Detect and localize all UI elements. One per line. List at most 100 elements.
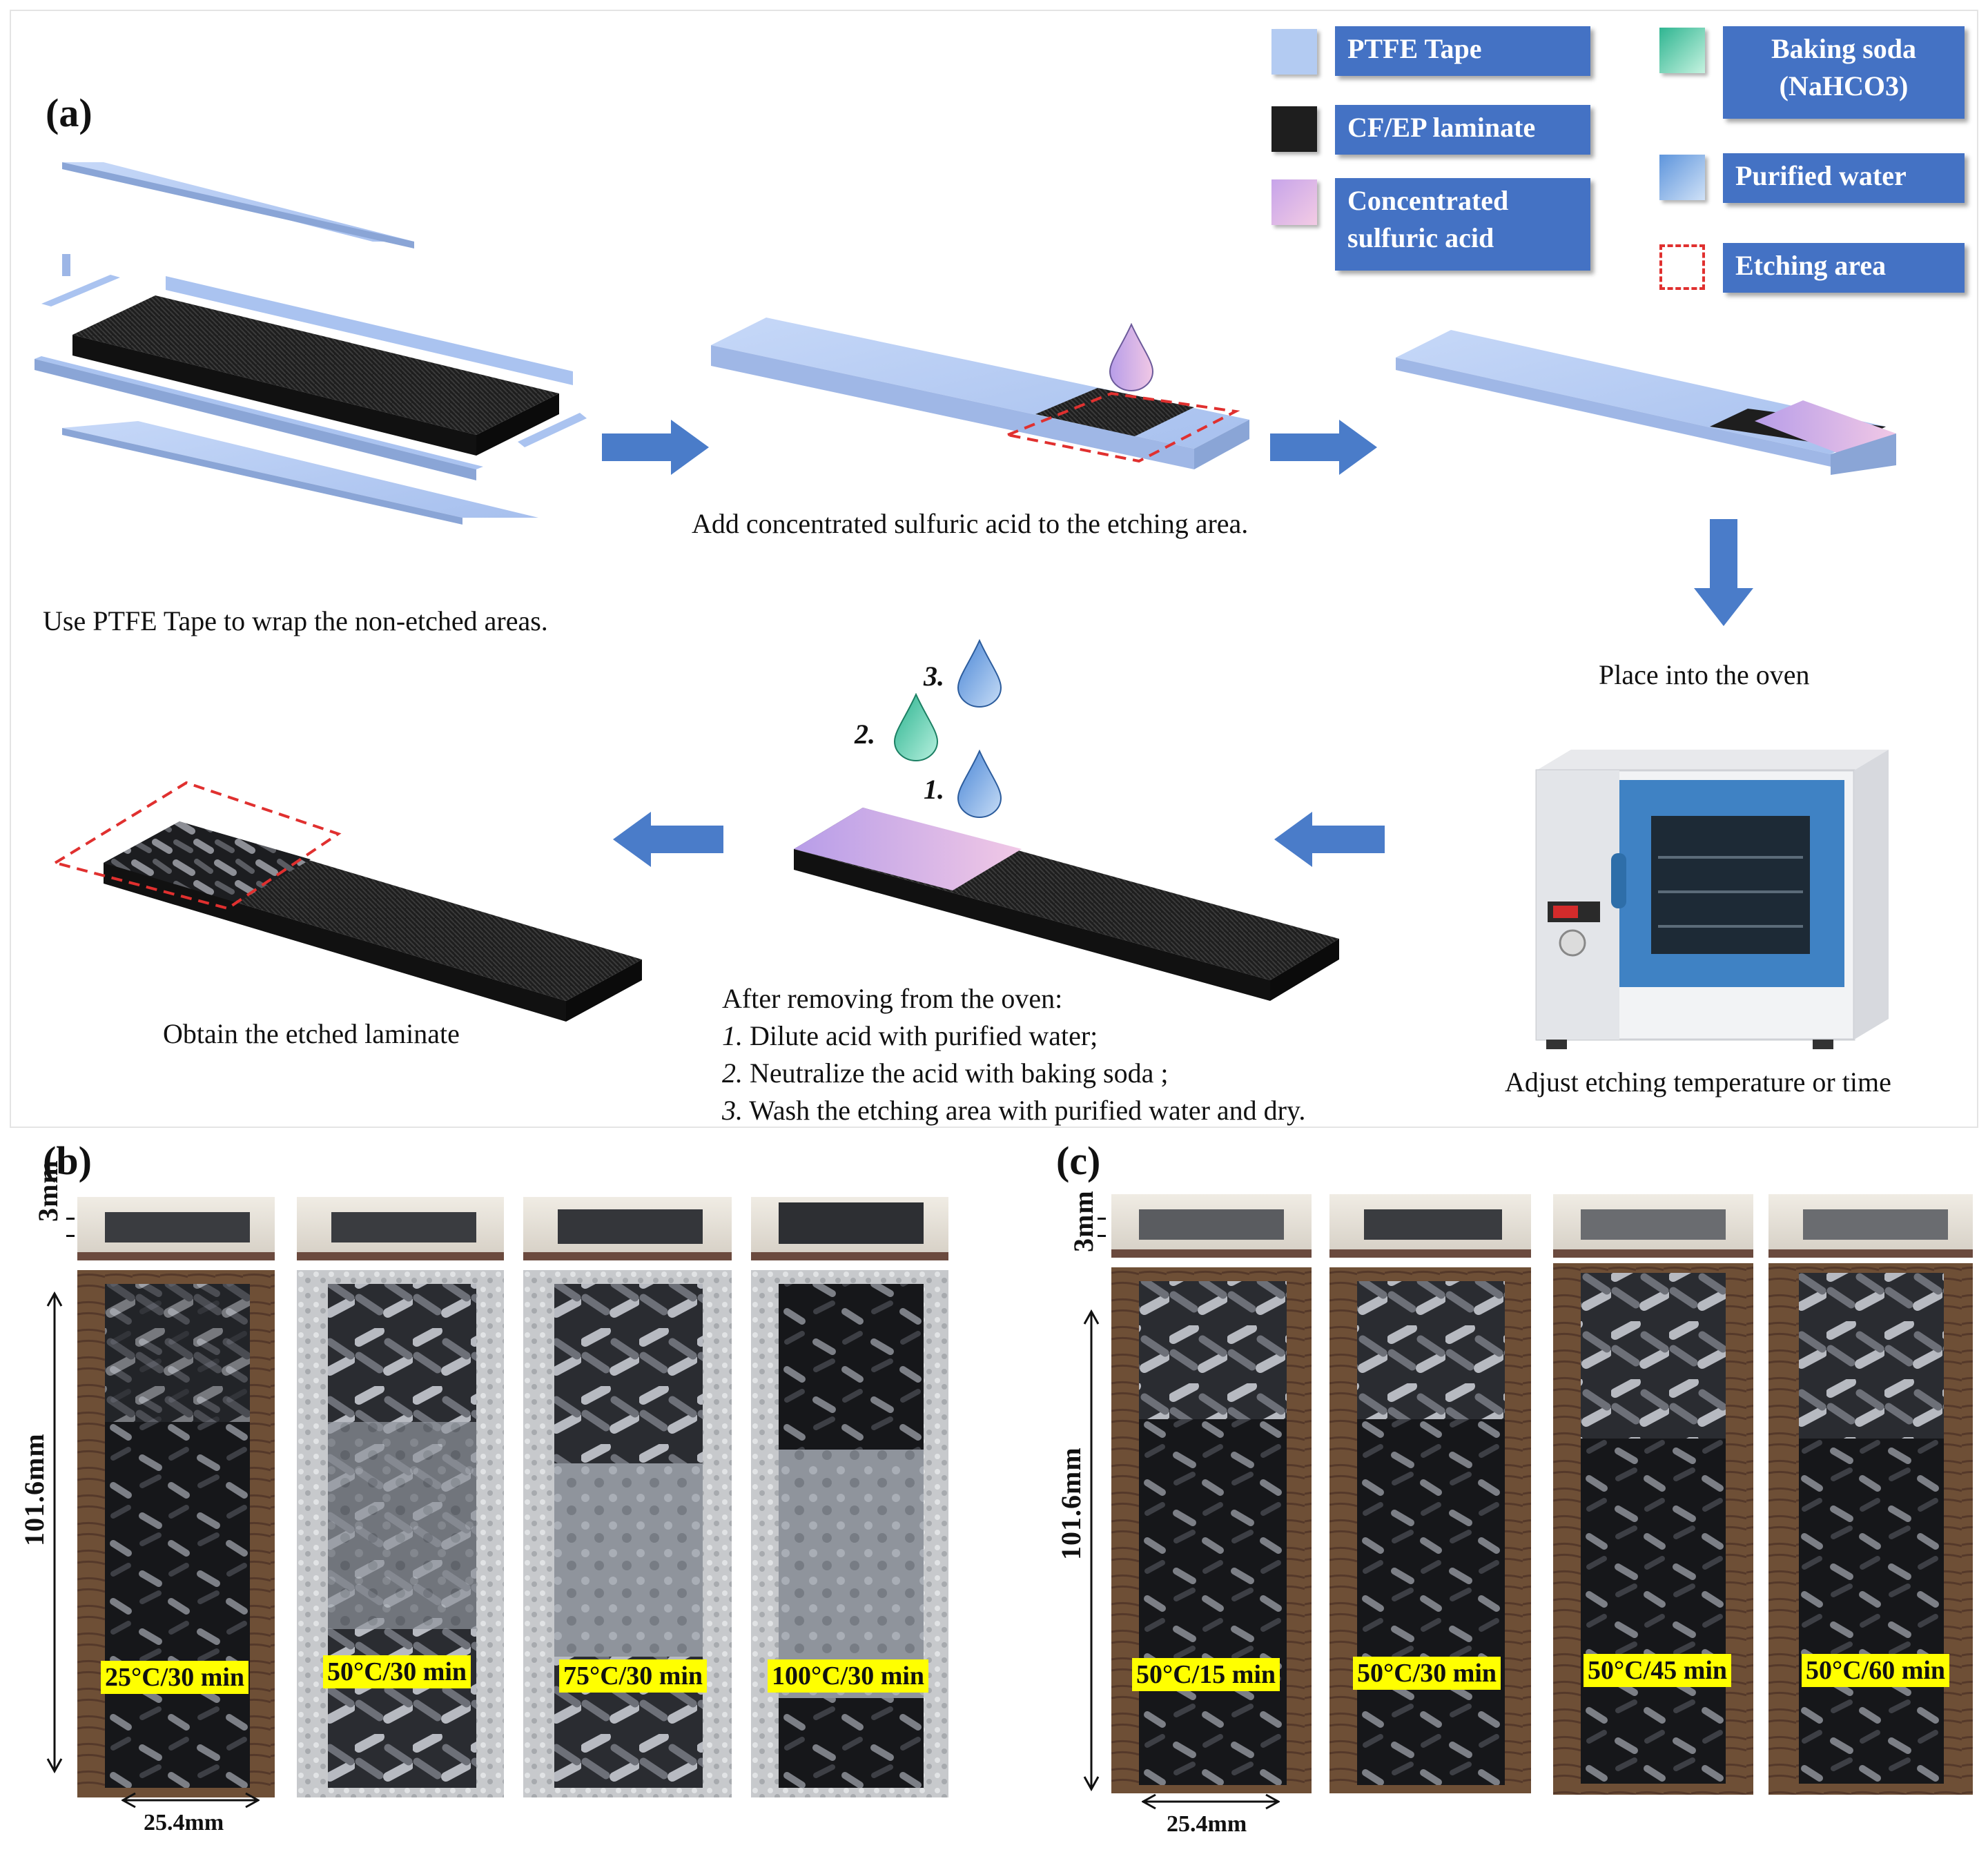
acid-covered-laminate (1396, 330, 1896, 475)
legend-soda-line2: (NaHCO3) (1779, 70, 1909, 101)
thickness-label-b: 3mm (32, 1160, 64, 1222)
ptfe-swatch (1271, 29, 1317, 75)
arrow-left-1 (1274, 812, 1385, 867)
legend-water: Purified water (1723, 153, 1965, 203)
sample-c-1 (1111, 1267, 1312, 1793)
after-title: After removing from the oven: (722, 983, 1063, 1014)
water-swatch (1659, 155, 1705, 200)
sample-b-1-texture (77, 1270, 275, 1797)
sample-c-4 (1768, 1263, 1973, 1795)
after-item-1-num: 1. (722, 1020, 743, 1051)
side-sample-c-1 (1139, 1209, 1284, 1240)
etch-swatch (1659, 244, 1705, 290)
sample-c-2-texture (1329, 1267, 1531, 1793)
side-view-b-4 (751, 1197, 948, 1260)
sample-b-2-texture (297, 1270, 504, 1797)
condition-tag-c-1: 50°C/15 min (1132, 1658, 1280, 1691)
legend-cfep: CF/EP laminate (1335, 105, 1590, 155)
exploded-wrap-illustration (35, 162, 587, 525)
panel-a-frame (10, 10, 1978, 1128)
width-arrow-c (1142, 1793, 1280, 1810)
side-sample-c-3 (1581, 1209, 1726, 1240)
length-label-c: 101.6mm (1055, 1447, 1086, 1560)
legend-ptfe: PTFE Tape (1335, 26, 1590, 76)
neutralize-illustration (794, 808, 1339, 1001)
after-item-2-text: Neutralize the acid with baking soda ; (743, 1057, 1169, 1089)
side-sample-b-2 (331, 1212, 476, 1242)
side-sample-b-1 (105, 1212, 250, 1242)
sample-b-2 (297, 1270, 504, 1797)
caption-wrap: Use PTFE Tape to wrap the non-etched are… (43, 605, 548, 636)
side-sample-b-4 (779, 1202, 924, 1244)
side-sample-c-2 (1364, 1209, 1502, 1240)
after-item-3-num: 3. (722, 1095, 743, 1126)
legend-acid-line2: sulfuric acid (1347, 222, 1494, 253)
sample-c-1-texture (1111, 1267, 1312, 1793)
length-arrow-b (46, 1291, 63, 1774)
length-label-b: 101.6mm (19, 1433, 50, 1546)
condition-tag-c-3: 50°C/45 min (1583, 1654, 1732, 1687)
acid-application-illustration (711, 318, 1249, 469)
after-removal-instructions: After removing from the oven: 1. Dilute … (722, 980, 1305, 1129)
side-view-c-1 (1111, 1194, 1312, 1258)
after-item-3: 3. Wash the etching area with purified w… (722, 1092, 1305, 1129)
panel-c-label: (c) (1056, 1138, 1101, 1183)
sample-b-4-texture (751, 1270, 948, 1797)
after-item-2-num: 2. (722, 1057, 743, 1089)
side-sample-c-4 (1803, 1209, 1948, 1240)
water-drop-icon-2 (957, 750, 1002, 818)
sample-c-3-texture (1553, 1263, 1753, 1795)
after-item-1-text: Dilute acid with purified water; (743, 1020, 1098, 1051)
laminate-swatch (1271, 106, 1317, 152)
legend-soda: Baking soda (NaHCO3) (1723, 26, 1965, 119)
arrow-left-2 (613, 812, 723, 867)
side-view-b-1 (77, 1197, 275, 1260)
condition-tag-c-2: 50°C/30 min (1353, 1657, 1501, 1690)
legend-acid: Concentrated sulfuric acid (1335, 178, 1590, 271)
drop-label-3: 3. (924, 661, 944, 692)
arrow-right-2 (1270, 420, 1377, 475)
after-item-2: 2. Neutralize the acid with baking soda … (722, 1055, 1305, 1092)
arrow-right-1 (602, 420, 709, 475)
thickness-marker-b (66, 1218, 75, 1237)
caption-obtain: Obtain the etched laminate (163, 1018, 460, 1049)
width-label-b: 25.4mm (144, 1810, 224, 1835)
soda-swatch (1659, 28, 1705, 73)
condition-tag-c-4: 50°C/60 min (1802, 1654, 1950, 1687)
panel-a-label: (a) (46, 90, 92, 135)
arrow-down (1694, 519, 1753, 626)
sample-b-1 (77, 1270, 275, 1797)
etched-laminate-illustration (51, 781, 642, 1022)
side-sample-b-3 (558, 1209, 703, 1244)
sample-c-3 (1553, 1263, 1753, 1795)
side-view-c-3 (1553, 1194, 1753, 1258)
legend-etch: Etching area (1723, 243, 1965, 293)
side-view-c-2 (1329, 1194, 1531, 1258)
side-view-b-2 (297, 1197, 504, 1260)
panel-b-label: (b) (43, 1138, 92, 1183)
condition-tag-b-4: 100°C/30 min (768, 1659, 929, 1693)
condition-tag-b-1: 25°C/30 min (101, 1661, 249, 1694)
sample-b-4 (751, 1270, 948, 1797)
after-item-1: 1. Dilute acid with purified water; (722, 1017, 1305, 1055)
side-view-b-3 (523, 1197, 732, 1260)
caption-oven: Place into the oven (1599, 659, 1810, 690)
oven-icon (1535, 750, 1889, 1049)
soda-drop-icon (893, 693, 939, 761)
length-arrow-c (1083, 1309, 1100, 1792)
caption-adjust: Adjust etching temperature or time (1505, 1066, 1891, 1098)
caption-add-acid: Add concentrated sulfuric acid to the et… (692, 508, 1249, 539)
thickness-marker-c (1098, 1218, 1106, 1237)
water-drop-icon (957, 639, 1002, 708)
condition-tag-b-3: 75°C/30 min (559, 1659, 708, 1693)
width-arrow-b (121, 1792, 260, 1809)
sample-b-3-texture (523, 1270, 732, 1797)
sample-c-4-texture (1768, 1263, 1973, 1795)
legend-soda-line1: Baking soda (1771, 33, 1917, 64)
acid-drop-icon (1109, 323, 1154, 391)
sample-b-3 (523, 1270, 732, 1797)
condition-tag-b-2: 50°C/30 min (323, 1655, 471, 1688)
side-view-c-4 (1768, 1194, 1973, 1258)
sample-c-2 (1329, 1267, 1531, 1793)
after-item-3-text: Wash the etching area with purified wate… (743, 1095, 1306, 1126)
